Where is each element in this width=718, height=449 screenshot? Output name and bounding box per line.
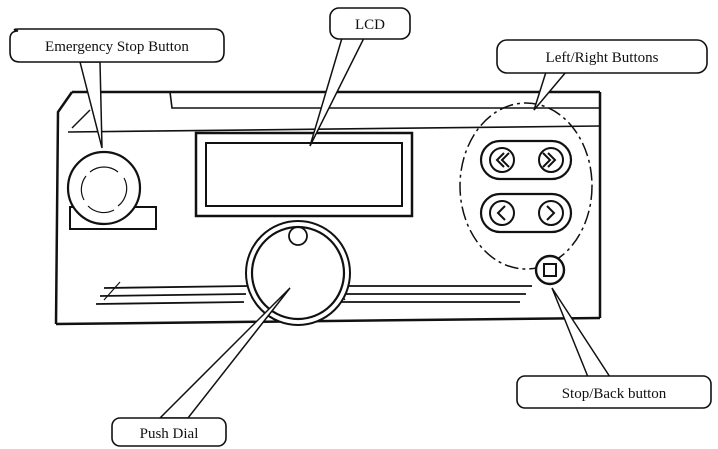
chevron-right-icon — [546, 205, 556, 221]
lcd-screen — [194, 131, 414, 218]
emergency-stop-arrows-icon — [80, 166, 128, 214]
callout-lcd-label: LCD — [355, 17, 385, 33]
push-dial[interactable] — [245, 220, 351, 326]
bottom-grooves — [95, 277, 532, 305]
left-right-buttons-group — [459, 102, 593, 270]
dial-indicator — [288, 226, 308, 246]
chevron-left-icon — [496, 205, 506, 221]
device-body — [54, 90, 602, 326]
callout-left-right: Left/Right Buttons — [496, 39, 708, 111]
double-chevron-right-icon — [542, 152, 557, 168]
callout-emergency-stop-label: Emergency Stop Button — [45, 39, 189, 55]
callout-emergency-stop: Emergency Stop Button — [9, 28, 225, 149]
callout-push-dial: Push Dial — [111, 287, 291, 447]
double-chevron-left-icon — [495, 152, 510, 168]
emergency-stop-button[interactable] — [66, 150, 157, 230]
callout-push-dial-label: Push Dial — [140, 426, 199, 442]
fast-rewind-button[interactable] — [479, 139, 573, 181]
callout-stop-back-label: Stop/Back button — [562, 386, 667, 402]
callout-stop-back: Stop/Back button — [516, 287, 712, 409]
stop-square-icon — [543, 263, 557, 277]
stop-back-button[interactable] — [534, 254, 566, 286]
callout-left-right-label: Left/Right Buttons — [546, 50, 659, 66]
callout-lcd: LCD — [309, 7, 411, 147]
step-buttons[interactable] — [479, 192, 573, 234]
